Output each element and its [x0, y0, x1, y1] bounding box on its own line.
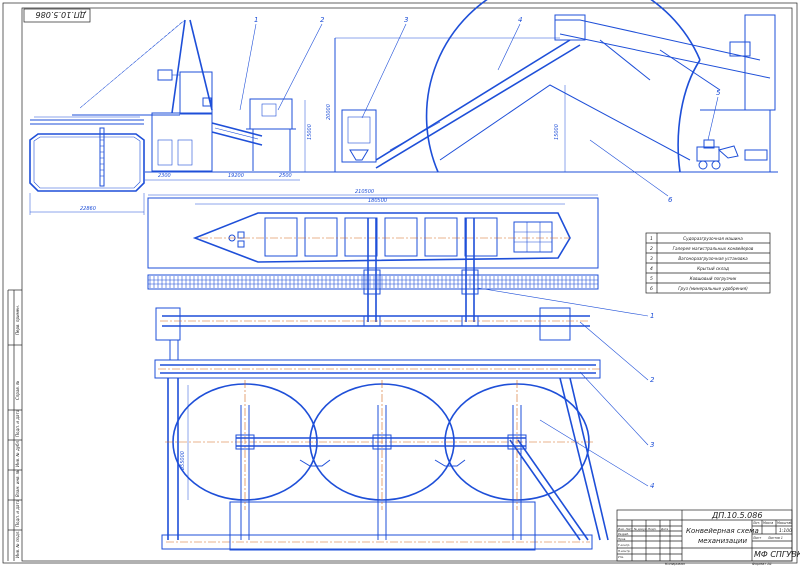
- ship-unloader: [72, 19, 213, 172]
- row-label: Разраб.: [618, 532, 629, 536]
- col-label: Дата: [660, 527, 669, 531]
- strip-label: Справ. №: [15, 381, 20, 400]
- strip-label: Перв. примен.: [15, 305, 20, 335]
- dim-h-cargo: 15000: [554, 124, 560, 140]
- copied-label: Копировал: [665, 562, 686, 566]
- title-line-1: Конвейерная схема: [686, 527, 759, 535]
- dim-d2: 19200: [228, 173, 244, 179]
- col-lit: Лит.: [752, 521, 760, 525]
- row-label: Пров.: [618, 537, 626, 541]
- legend-item-text: Ковшовый погрузчик: [690, 276, 737, 281]
- crane-rail: [147, 274, 599, 290]
- row-label: Т.контр.: [618, 543, 630, 547]
- strip-label: Подп. и дата: [15, 409, 20, 437]
- row-label: Утв.: [618, 555, 624, 559]
- corner-stamp-code: ДП.10.5.086: [36, 10, 87, 19]
- strip-label: Инв. № подл.: [15, 530, 20, 558]
- drawing-frame: [21, 7, 793, 562]
- callout-4: 4: [518, 16, 522, 24]
- dim-total-len: 210500: [355, 189, 374, 195]
- plan-callout-3: 3: [650, 441, 654, 449]
- strip-label: Инв. № дубл.: [15, 440, 20, 467]
- title-line-2: механизации: [698, 537, 747, 545]
- side-conveyors: [161, 377, 609, 551]
- callout-1: 1: [254, 16, 258, 24]
- legend-item-number: 6: [650, 286, 653, 292]
- legend-item-text: Груз (минеральные удобрения): [678, 286, 748, 291]
- berth-conveyor: [155, 307, 590, 361]
- callout-6: 6: [668, 196, 673, 204]
- wagon-unloader: [334, 37, 560, 172]
- title-block: [616, 509, 793, 562]
- col-mass: Масса: [763, 521, 773, 525]
- org-name: МФ СПГУВК: [754, 550, 800, 559]
- dim-h-warehouse: 20000: [326, 104, 332, 120]
- callout-2: 2: [320, 16, 325, 24]
- dim-ship-width: 22860: [80, 206, 96, 212]
- col-sheet: Лист: [752, 536, 761, 540]
- legend-item-text: Вагоноразгрузочная установка: [678, 256, 748, 261]
- legend-table: 1 Судоразгрузочная машина 2 Галерея магистр…: [645, 232, 771, 294]
- corner-stamp-box: [23, 8, 91, 23]
- col-label: № докум.: [633, 527, 648, 531]
- dim-d3: 2500: [279, 173, 292, 179]
- main-gallery: [375, 39, 581, 169]
- bucket-loader: [696, 139, 768, 170]
- format-label: Формат А1: [752, 562, 772, 566]
- main-gallery-plan: [154, 359, 601, 379]
- ship-plan: [192, 212, 571, 263]
- scale-value: 1:100: [779, 528, 792, 534]
- callout-5: 5: [716, 89, 721, 97]
- legend-item-number: 2: [650, 246, 653, 252]
- plan-callouts: [477, 287, 649, 487]
- rail-ties: [149, 276, 595, 288]
- title-block-code: ДП.10.5.086: [711, 511, 762, 520]
- legend-item-text: Судоразгрузочная машина: [683, 236, 743, 241]
- dim-ship-len: 180500: [368, 198, 387, 204]
- berth-outline: [147, 197, 599, 269]
- row-label: Н.контр.: [618, 549, 631, 553]
- transfer-tower: [246, 98, 296, 171]
- col-scale: Масштаб: [777, 521, 792, 525]
- legend-item-number: 1: [650, 236, 653, 242]
- plan-callout-2: 2: [650, 376, 655, 384]
- inclined-conveyor-1: [211, 122, 263, 146]
- col-label: Подп.: [648, 527, 657, 531]
- legend-item-number: 5: [650, 276, 653, 282]
- callout-3: 3: [404, 16, 408, 24]
- plan-callout-1: 1: [650, 312, 654, 320]
- strip-label: Подп. и дата: [15, 499, 20, 527]
- ship-hull-section: [29, 116, 145, 215]
- binding-strip: Перв. примен. Справ. № Подп. и дата Инв.…: [7, 289, 22, 561]
- dome-warehouse: [425, 0, 776, 173]
- elevation-callouts: [239, 23, 719, 197]
- legend-item-text: Крытый склад: [697, 266, 729, 271]
- legend-item-number: 3: [650, 256, 653, 262]
- legend-item-number: 4: [650, 266, 653, 272]
- warehouse-plan: [165, 380, 595, 540]
- dim-dome-dia: ø55000: [180, 451, 186, 471]
- legend-item-text: Галерея магистральных конвейеров: [673, 246, 754, 251]
- dim-d1: 2300: [158, 173, 171, 179]
- plan-callout-4: 4: [650, 482, 654, 490]
- strip-label: Взам. инв. №: [15, 470, 20, 497]
- row-label: Изм. Лист: [618, 527, 633, 531]
- col-sheets: Листов 1: [767, 536, 783, 540]
- dim-h-gallery: 15000: [307, 124, 313, 140]
- unloader-gantries-plan: [363, 218, 479, 327]
